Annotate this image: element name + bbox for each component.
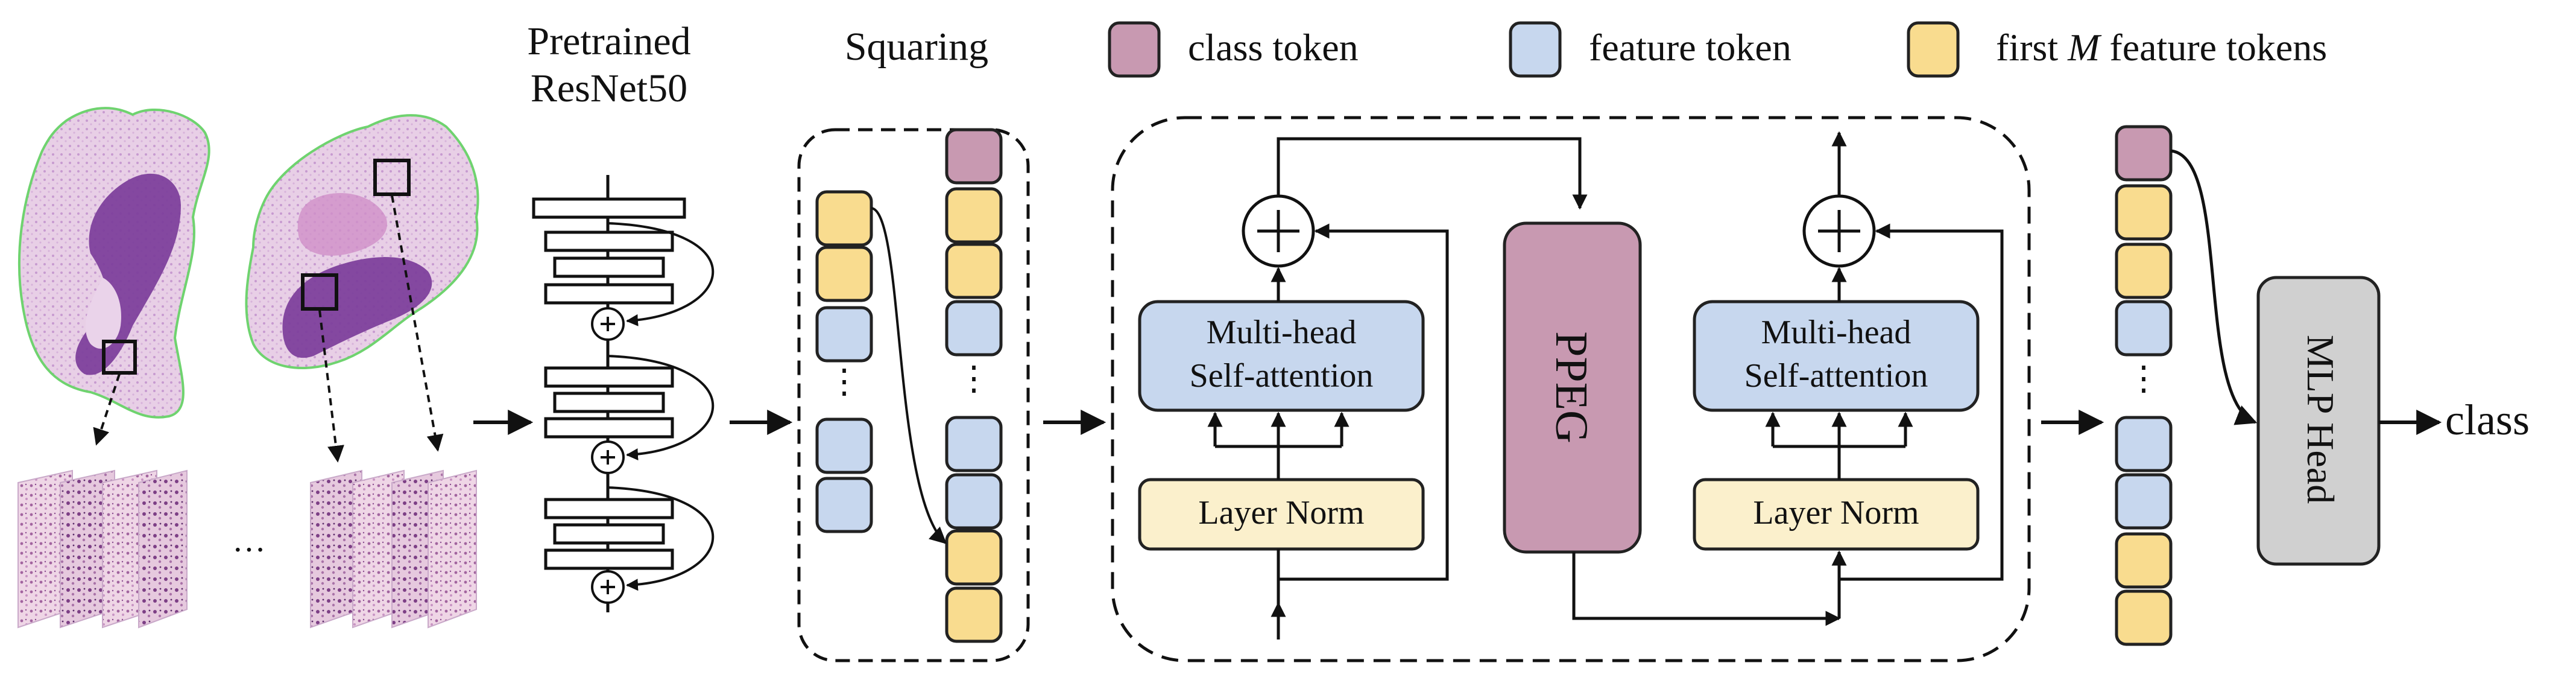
squaring-title: Squaring <box>844 25 989 69</box>
legend-label-feature: feature token <box>1589 25 1792 70</box>
ppeg-label: PPEG <box>1546 331 1597 443</box>
squaring-output-tokens <box>945 128 1003 643</box>
arrow-icon <box>391 195 444 452</box>
token-icon <box>945 416 1003 472</box>
legend-swatch-class <box>1108 21 1161 78</box>
resnet-block-icon <box>532 175 686 612</box>
token-icon <box>2115 125 2173 182</box>
mha1-line1: Multi-head <box>1206 314 1357 351</box>
wsi-slide-icon-right <box>245 114 479 369</box>
arrow-icon <box>607 222 715 326</box>
arrow-icon <box>2170 149 2258 425</box>
arrow-icon <box>607 486 715 591</box>
token-icon <box>2115 589 2173 646</box>
legend-swatch-feature <box>1509 21 1562 78</box>
legend-label-first-m: first M feature tokens <box>1996 25 2327 70</box>
legend-first-m-text-post: feature tokens <box>2100 26 2328 69</box>
arrow-icon <box>1278 223 1449 581</box>
mlp-head-label: MLP Head <box>2299 334 2342 504</box>
legend-first-m-text-pre: first <box>1996 26 2068 69</box>
token-icon <box>2115 243 2173 299</box>
arrow-icon <box>1839 223 2004 581</box>
layer-norm-box-1 <box>1138 478 1425 551</box>
token-icon <box>2115 532 2173 589</box>
legend-class-text: class token <box>1188 26 1359 69</box>
output-tokens <box>2115 125 2173 646</box>
token-icon <box>2115 473 2173 530</box>
arrow-icon <box>871 207 947 544</box>
resnet-title: Pretrained ResNet50 <box>519 18 699 112</box>
squaring-group-box <box>797 128 1030 662</box>
token-icon <box>945 187 1003 244</box>
resnet-title-line1: Pretrained <box>527 19 691 63</box>
mha2-line2: Self-attention <box>1744 357 1928 395</box>
token-icon <box>815 246 873 302</box>
legend-swatch-first-m <box>1907 21 1960 78</box>
multihead-attention-box-1 <box>1138 300 1425 412</box>
patch-stack-icon-right <box>310 469 477 629</box>
output-tokens-ellipsis: ⋮ <box>2127 360 2161 398</box>
token-icon <box>815 190 873 247</box>
token-icon <box>815 306 873 363</box>
arrow-icon <box>607 355 715 461</box>
token-icon <box>945 529 1003 586</box>
multihead-attention-label-2: Multi-head Self-attention <box>1694 311 1978 398</box>
arrow-icon <box>1572 552 1841 626</box>
token-icon <box>945 300 1003 357</box>
wsi-slide-icon-left <box>17 107 210 419</box>
mha2-line1: Multi-head <box>1761 314 1911 351</box>
layer-norm-label-1: Layer Norm <box>1198 494 1365 532</box>
legend-label-class: class token <box>1188 25 1359 70</box>
token-icon <box>945 473 1003 530</box>
class-output-label: class <box>2445 396 2530 444</box>
legend-first-m-italic: M <box>2068 26 2100 69</box>
legend-feature-text: feature token <box>1589 26 1792 69</box>
multihead-attention-label-1: Multi-head Self-attention <box>1140 311 1423 398</box>
patches-ellipsis: ··· <box>232 532 266 569</box>
token-icon <box>815 417 873 474</box>
squaring-input-tokens <box>815 190 873 533</box>
transformer-group-box <box>1111 116 2031 662</box>
token-icon <box>2115 184 2173 241</box>
layer-norm-label-2: Layer Norm <box>1753 494 1919 532</box>
arrow-icon <box>1277 137 1588 210</box>
mha1-line2: Self-attention <box>1189 357 1374 395</box>
token-icon <box>2115 416 2173 472</box>
token-icon <box>945 128 1003 185</box>
resnet-title-line2: ResNet50 <box>530 66 688 110</box>
squaring-output-ellipsis: ⋮ <box>957 360 991 398</box>
token-icon <box>945 586 1003 643</box>
token-icon <box>815 477 873 533</box>
patch-stack-icon-left <box>17 469 188 629</box>
multihead-attention-box-2 <box>1693 300 1980 412</box>
squaring-input-ellipsis: ⋮ <box>827 363 861 401</box>
token-icon <box>2115 300 2173 357</box>
layer-norm-box-2 <box>1693 478 1980 551</box>
token-icon <box>945 243 1003 299</box>
